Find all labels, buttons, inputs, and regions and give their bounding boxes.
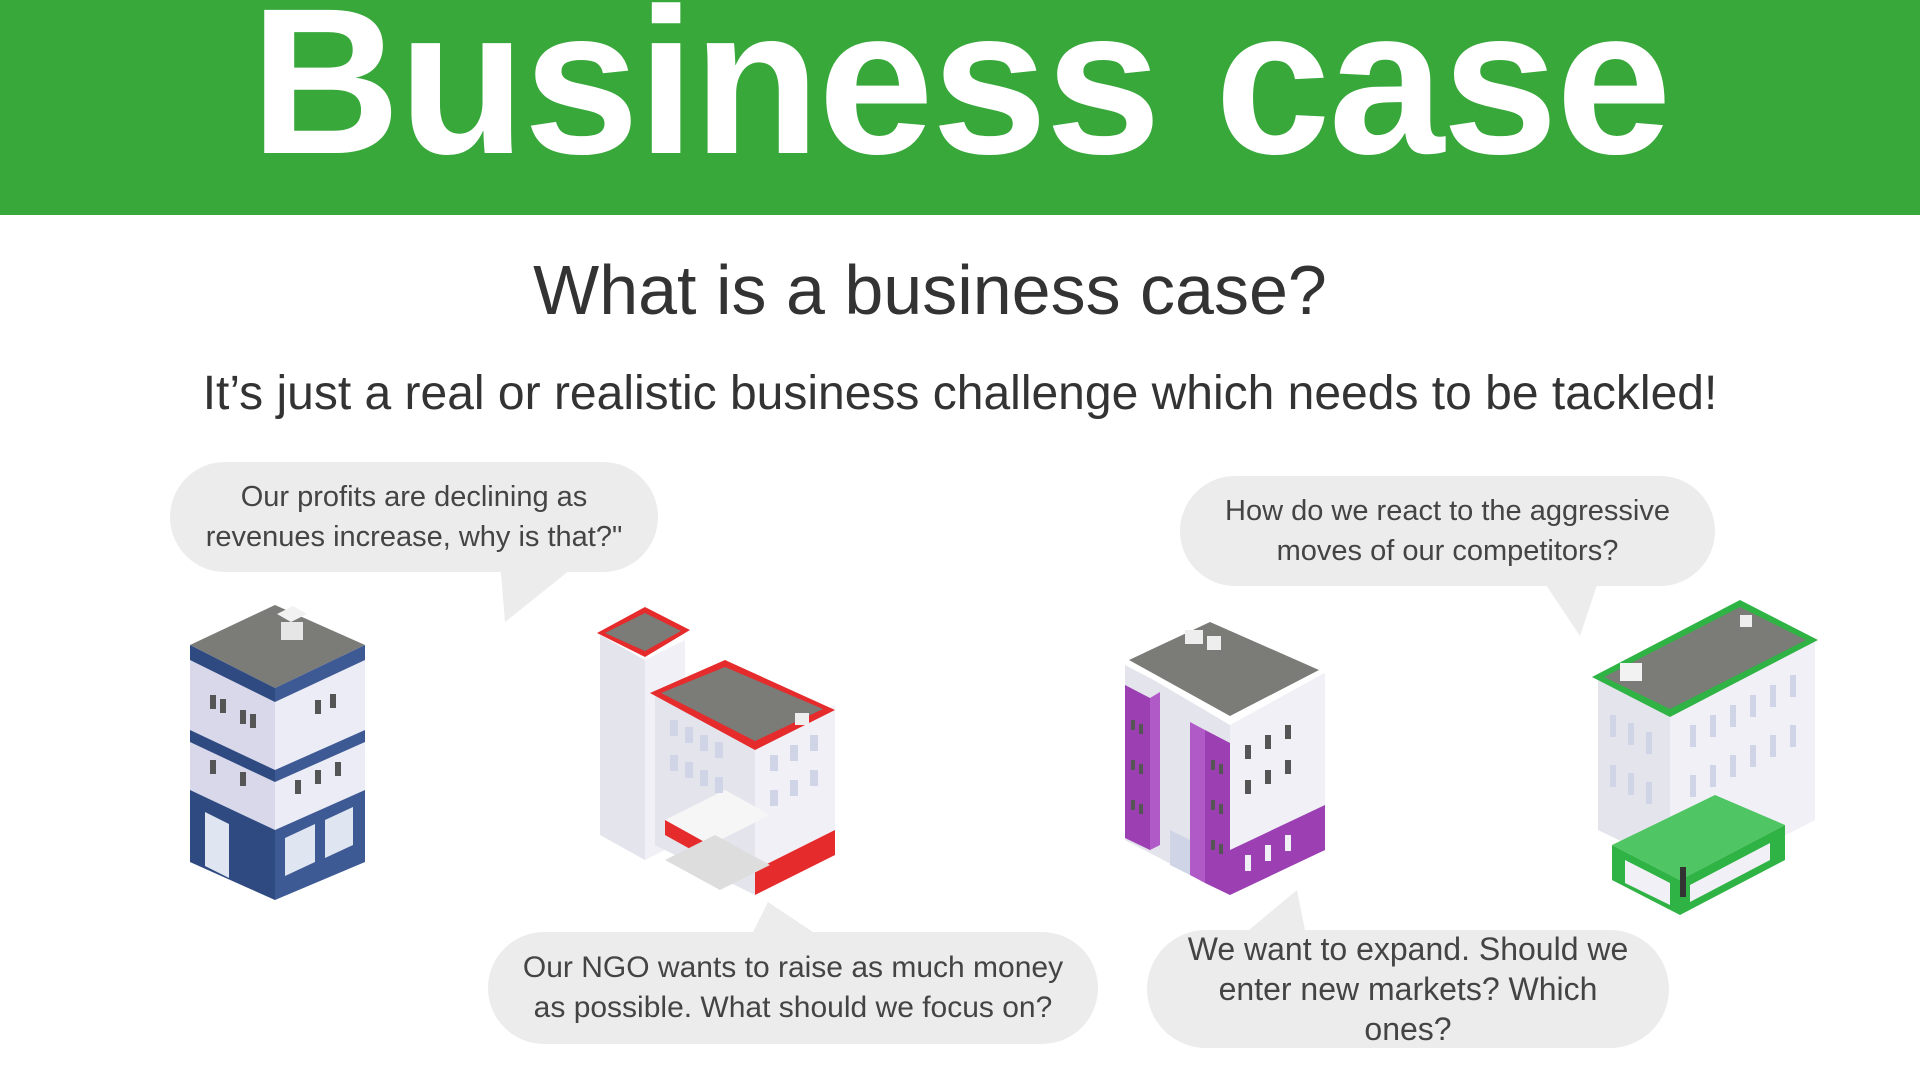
green-store-building-icon: [1592, 600, 1818, 915]
bubble-text: Our NGO wants to raise as much money as …: [522, 951, 1064, 1024]
bubble-text: Our profits are declining as revenues in…: [205, 481, 623, 553]
answer-subheading: It’s just a real or realistic business c…: [202, 367, 1718, 420]
bubble-text: We want to expand. Should we enter new m…: [1187, 931, 1629, 1047]
bubble-text: How do we react to the aggressive moves …: [1225, 495, 1670, 567]
purple-apartment-building-icon: [1120, 615, 1330, 895]
speech-tail-icon: [500, 562, 580, 622]
speech-tail-icon: [1237, 890, 1307, 940]
speech-bubble-ngo: Our NGO wants to raise as much money as …: [488, 902, 1098, 1044]
speech-tail-icon: [1540, 576, 1600, 636]
title-banner: Business case: [0, 0, 1920, 215]
banner-title: Business case: [250, 0, 1671, 198]
red-hospital-building-icon: [597, 607, 835, 895]
speech-bubble-competitors: How do we react to the aggressive moves …: [1180, 476, 1715, 636]
speech-tail-icon: [748, 902, 828, 942]
speech-bubble-expand: We want to expand. Should we enter new m…: [1147, 890, 1669, 1048]
speech-bubble-profits: Our profits are declining as revenues in…: [170, 462, 658, 622]
navy-office-building-icon: [190, 605, 365, 900]
question-heading: What is a business case?: [533, 251, 1327, 329]
